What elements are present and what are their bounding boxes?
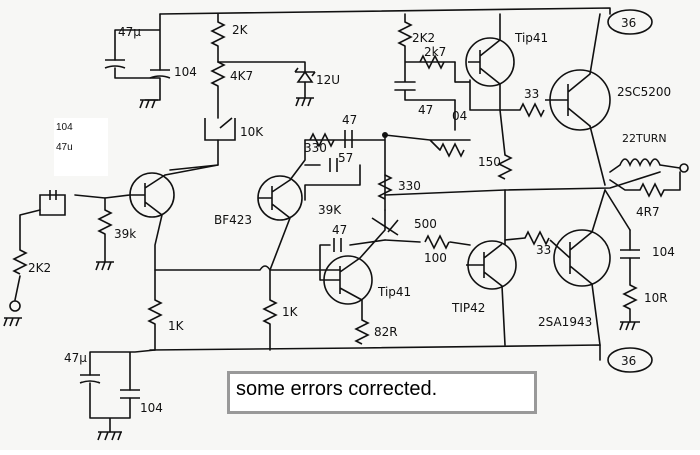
label-c-104-top: 104: [174, 65, 197, 79]
label-q-tip41-lower: Tip41: [377, 285, 411, 299]
label-q-bf423: BF423: [214, 213, 252, 227]
top-supply-rail: [159, 7, 611, 15]
label-r-82r: 82R: [374, 325, 398, 339]
label-r-10r: 10R: [644, 291, 668, 305]
label-node-36-bottom: 36: [621, 354, 636, 368]
note-line-1: 104: [56, 122, 73, 133]
label-c-104-right: 104: [652, 245, 675, 259]
label-q-tip41-top: Tip41: [514, 31, 548, 45]
label-r-330-left: 330: [304, 141, 327, 155]
label-r-2k2-top: 2K2: [412, 31, 435, 45]
feedback-network: [304, 130, 506, 211]
note-line-2: 47u: [56, 142, 73, 153]
driver-top: [394, 13, 515, 131]
label-r-4k7: 4K7: [230, 69, 253, 83]
label-r-1k-left: 1K: [168, 319, 185, 333]
input-stage: [3, 139, 341, 351]
label-r-39k-feedback: 39K: [318, 203, 342, 217]
label-q-2sc5200: 2SC5200: [617, 85, 671, 99]
label-c-04: 04: [452, 109, 467, 123]
output-stage-bottom: [466, 189, 640, 346]
label-l-22turn: 22TURN: [622, 132, 667, 145]
label-q-tip42: TIP42: [451, 301, 485, 315]
cap-47u-top: [104, 13, 171, 109]
bottom-supply-rail: [149, 344, 601, 361]
node-36-bottom-circle: [607, 347, 653, 373]
label-c-47-feedback: 47: [342, 113, 357, 127]
label-c-57: 57: [338, 151, 353, 165]
divider-2k-4k7: [169, 13, 236, 171]
label-r-150: 150: [478, 155, 501, 169]
note-box: 104 47u: [54, 118, 108, 176]
label-c-47-mid: 47: [418, 103, 433, 117]
cap-47u-bottom: [79, 349, 156, 441]
label-r-2k2-input: 2K2: [28, 261, 51, 275]
output-transistor-top: [497, 13, 611, 186]
label-q-2sa1943: 2SA1943: [538, 315, 592, 329]
label-r-2k7: 2k7: [424, 45, 446, 59]
zener-12v: [217, 61, 316, 107]
label-r-33-bottom: 33: [536, 243, 551, 257]
label-node-36-top: 36: [621, 16, 636, 30]
vas-stage: [319, 209, 471, 345]
output-filter: [609, 158, 689, 198]
node-36-top-circle: [607, 9, 653, 35]
output-rail: [504, 171, 661, 191]
label-r-4r7: 4R7: [636, 205, 660, 219]
label-zener-12v: 12U: [316, 73, 340, 87]
correction-banner: some errors corrected.: [227, 371, 537, 414]
label-c-47u-top: 47µ: [118, 25, 141, 39]
label-r-2k-top: 2K: [232, 23, 249, 37]
label-c-47-lower: 47: [332, 223, 347, 237]
label-r-1k-right: 1K: [282, 305, 299, 319]
label-r-39k-input: 39k: [114, 227, 136, 241]
label-pot-500: 500: [414, 217, 437, 231]
label-r-330-right: 330: [398, 179, 421, 193]
label-c-47u-bottom: 47µ: [64, 351, 87, 365]
label-r-33-top: 33: [524, 87, 539, 101]
label-c-104-bottom: 104: [140, 401, 163, 415]
label-pot-10k: 10K: [240, 125, 264, 139]
label-r-100: 100: [424, 251, 447, 265]
